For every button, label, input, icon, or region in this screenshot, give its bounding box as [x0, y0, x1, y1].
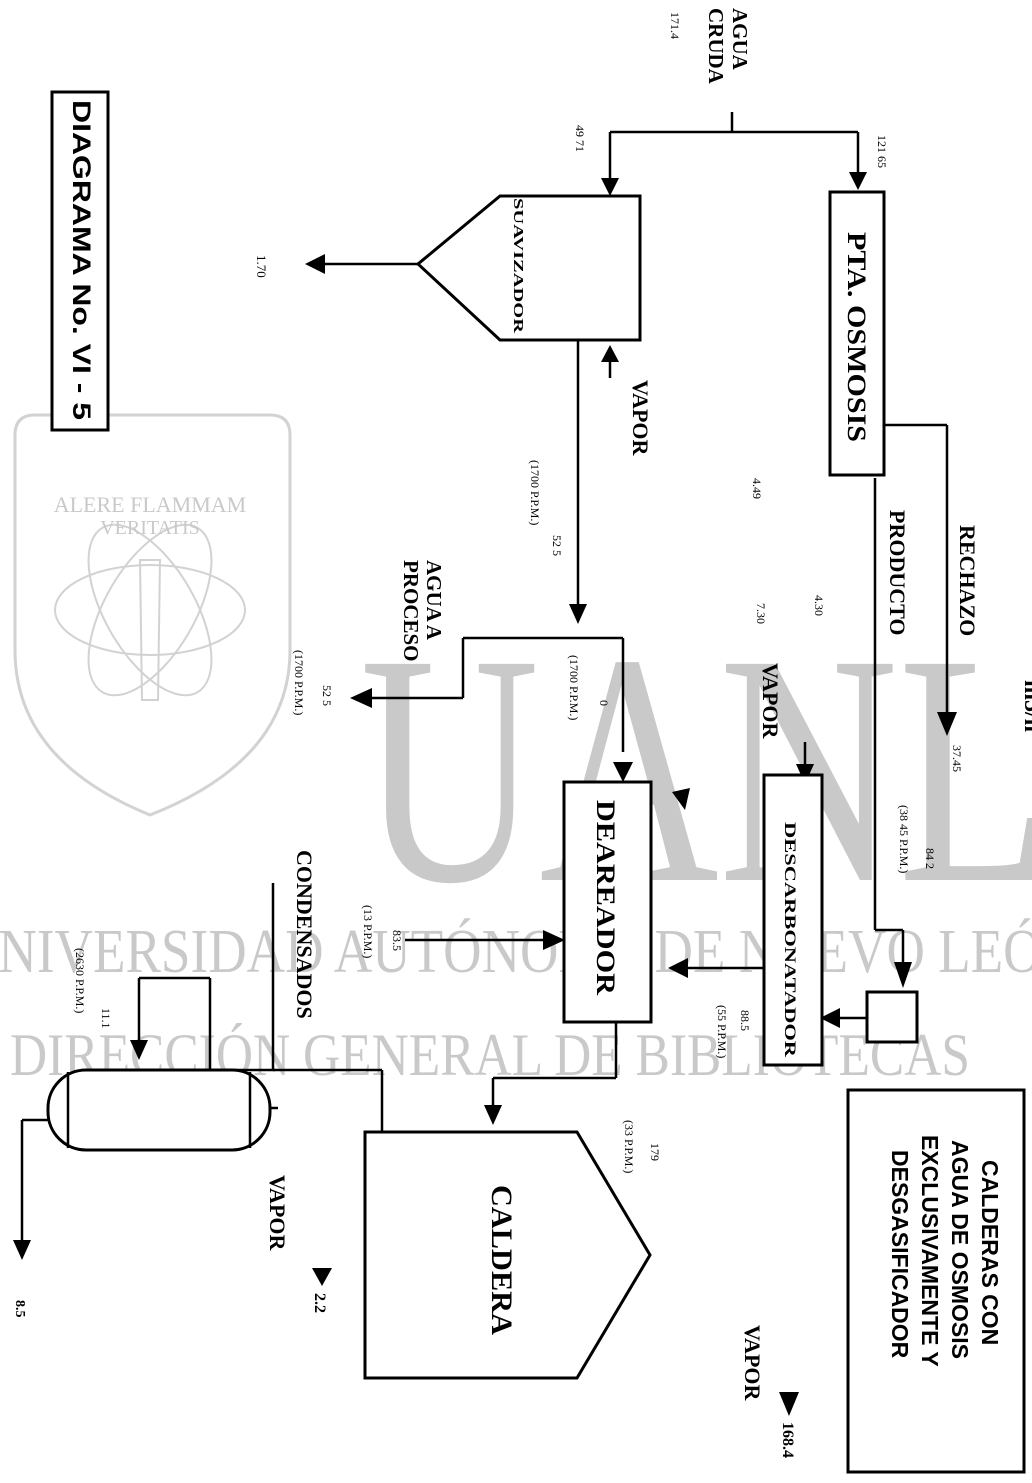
value-suavizador-purge: 1.70: [254, 255, 269, 278]
deareador-label: DEAREADOR: [591, 800, 620, 995]
flash-tank: [46, 1068, 272, 1152]
caption-box: [846, 1088, 1026, 1474]
osmosis-plant: [828, 190, 886, 477]
agua-cruda-label-2: CRUDA: [704, 8, 728, 85]
arrow-rechazo: [937, 712, 957, 736]
value-descarb-out-ppm: (55 P.P.M.): [715, 1005, 729, 1058]
agua-proceso-label-1: AGUA A: [422, 560, 446, 641]
value-7-30: 7.30: [754, 603, 768, 624]
seal-motto-1: ALERE FLAMMAM: [54, 492, 247, 517]
caption-line-3: EXCLUSIVAMENTE Y: [917, 1135, 943, 1367]
osmosis-label: PTA. OSMOSIS: [842, 232, 871, 442]
arrow-to-deareador: [613, 762, 633, 782]
agua-cruda-label-1: AGUA: [728, 8, 752, 71]
arrow-vapor-deareador: [672, 788, 690, 810]
caldera-boiler: [363, 1130, 652, 1380]
value-to-osmosis: 121 65: [875, 135, 889, 168]
value-4-49: 4.49: [750, 478, 764, 499]
arrow-to-caldera: [484, 1105, 502, 1125]
descarbonatador-label: DESCARBONATADOR: [781, 822, 798, 1058]
deareador-tank: [562, 780, 653, 1024]
pipes: [20, 112, 949, 1240]
arrow-vapor-out: [779, 1392, 799, 1416]
arrow-suavizador-out: [569, 604, 587, 624]
suavizador-label: SUAVIZADOR: [510, 198, 525, 334]
value-agua-proceso: 52 5: [320, 685, 334, 706]
arrow-descarb-deareador: [668, 958, 688, 978]
arrow-condensados: [543, 930, 565, 950]
vapor-suavizador-label: VAPOR: [628, 380, 653, 456]
descarbonatador-column: [762, 773, 824, 1067]
arrowheads: [13, 172, 957, 1416]
arrow-drain: [13, 1240, 31, 1260]
seal-motto-2: VERITATIS: [100, 517, 200, 539]
diagram-title: DIAGRAMA No. VI - 5: [67, 100, 95, 420]
value-to-suavizador: 49 71: [573, 125, 587, 152]
value-condensados-ppm: (13 P.P.M.): [361, 905, 375, 958]
equipment: [46, 90, 1026, 1474]
diagram-title-box: [50, 90, 110, 432]
value-4-30: 4.30: [812, 595, 826, 616]
value-to-deareador: 0: [597, 700, 611, 706]
value-to-deareador-ppm: (1700 P.P.M.): [567, 655, 581, 720]
value-rechazo: 37.45: [950, 745, 964, 772]
caption-line-4: DESGASIFICADOR: [887, 1150, 913, 1359]
value-agua-proceso-ppm: (1700 P.P.M.): [292, 650, 306, 715]
condensados-label: CONDENSADOS: [292, 850, 317, 1019]
value-vapor-out: 168.4: [779, 1422, 796, 1458]
caldera-label: CALDERA: [485, 1185, 518, 1335]
caption-line-2: AGUA DE OSMOSIS: [947, 1140, 973, 1359]
value-producto: 84 2: [923, 848, 937, 869]
arrow-agua-proceso: [350, 688, 372, 708]
value-producto-ppm: (38 45 P.P.M.): [897, 805, 911, 873]
university-seal: ALERE FLAMMAM VERITATIS: [13, 413, 292, 817]
value-suavizador-out: 52 5: [550, 535, 564, 556]
caption-line-1: CALDERAS CON: [977, 1160, 1003, 1345]
value-blowdown-ppm: (2630 P.P.M.): [73, 948, 87, 1013]
value-agua-cruda: 171.4: [668, 12, 682, 39]
arrow-producto: [894, 962, 912, 988]
rechazo-label: RECHAZO: [955, 525, 980, 636]
producto-label: PRODUCTO: [885, 510, 910, 636]
vapor-mid-label: VAPOR: [758, 663, 783, 739]
suavizador-tank: [415, 194, 642, 342]
arrow-to-suavizador: [601, 178, 619, 196]
value-condensados: 83.5: [390, 930, 404, 951]
arrow-to-osmosis: [849, 172, 867, 190]
vapor-flash-label: VAPOR: [265, 1175, 290, 1251]
arrow-suavizador-purge: [305, 254, 325, 274]
labels: DIAGRAMA No. VI - 5 CALDERAS CON AGUA DE…: [12, 8, 1032, 1458]
value-flash-vapor: 2.2: [311, 1293, 328, 1313]
arrow-flash-vapor: [312, 1268, 332, 1286]
value-deareador-out-ppm: (33 P.P.M.): [622, 1120, 636, 1173]
agua-proceso-label-2: PROCESO: [399, 560, 423, 662]
units-label: m3/h: [1019, 680, 1032, 732]
watermark-line1: UNIVERSIDAD AUTÓNOMA DE NUEVO LEÓN: [0, 918, 1032, 986]
watermark: UANL UNIVERSIDAD AUTÓNOMA DE NUEVO LEÓN …: [0, 413, 1032, 1088]
value-drain: 8.5: [12, 1300, 27, 1318]
watermark-big: UANL: [360, 587, 1032, 952]
value-suavizador-out-ppm: (1700 P.P.M.): [528, 460, 542, 525]
arrow-vapor-suavizador: [601, 345, 619, 362]
value-blowdown: 11.1: [99, 1008, 113, 1029]
vapor-out-label: VAPOR: [740, 1325, 765, 1401]
value-descarb-out: 88.5: [738, 1010, 752, 1031]
arrow-box-descarb: [820, 1008, 840, 1028]
arrow-to-flash-tank: [130, 1040, 148, 1060]
value-deareador-out: 179: [648, 1143, 662, 1161]
small-collector-box: [865, 990, 919, 1044]
